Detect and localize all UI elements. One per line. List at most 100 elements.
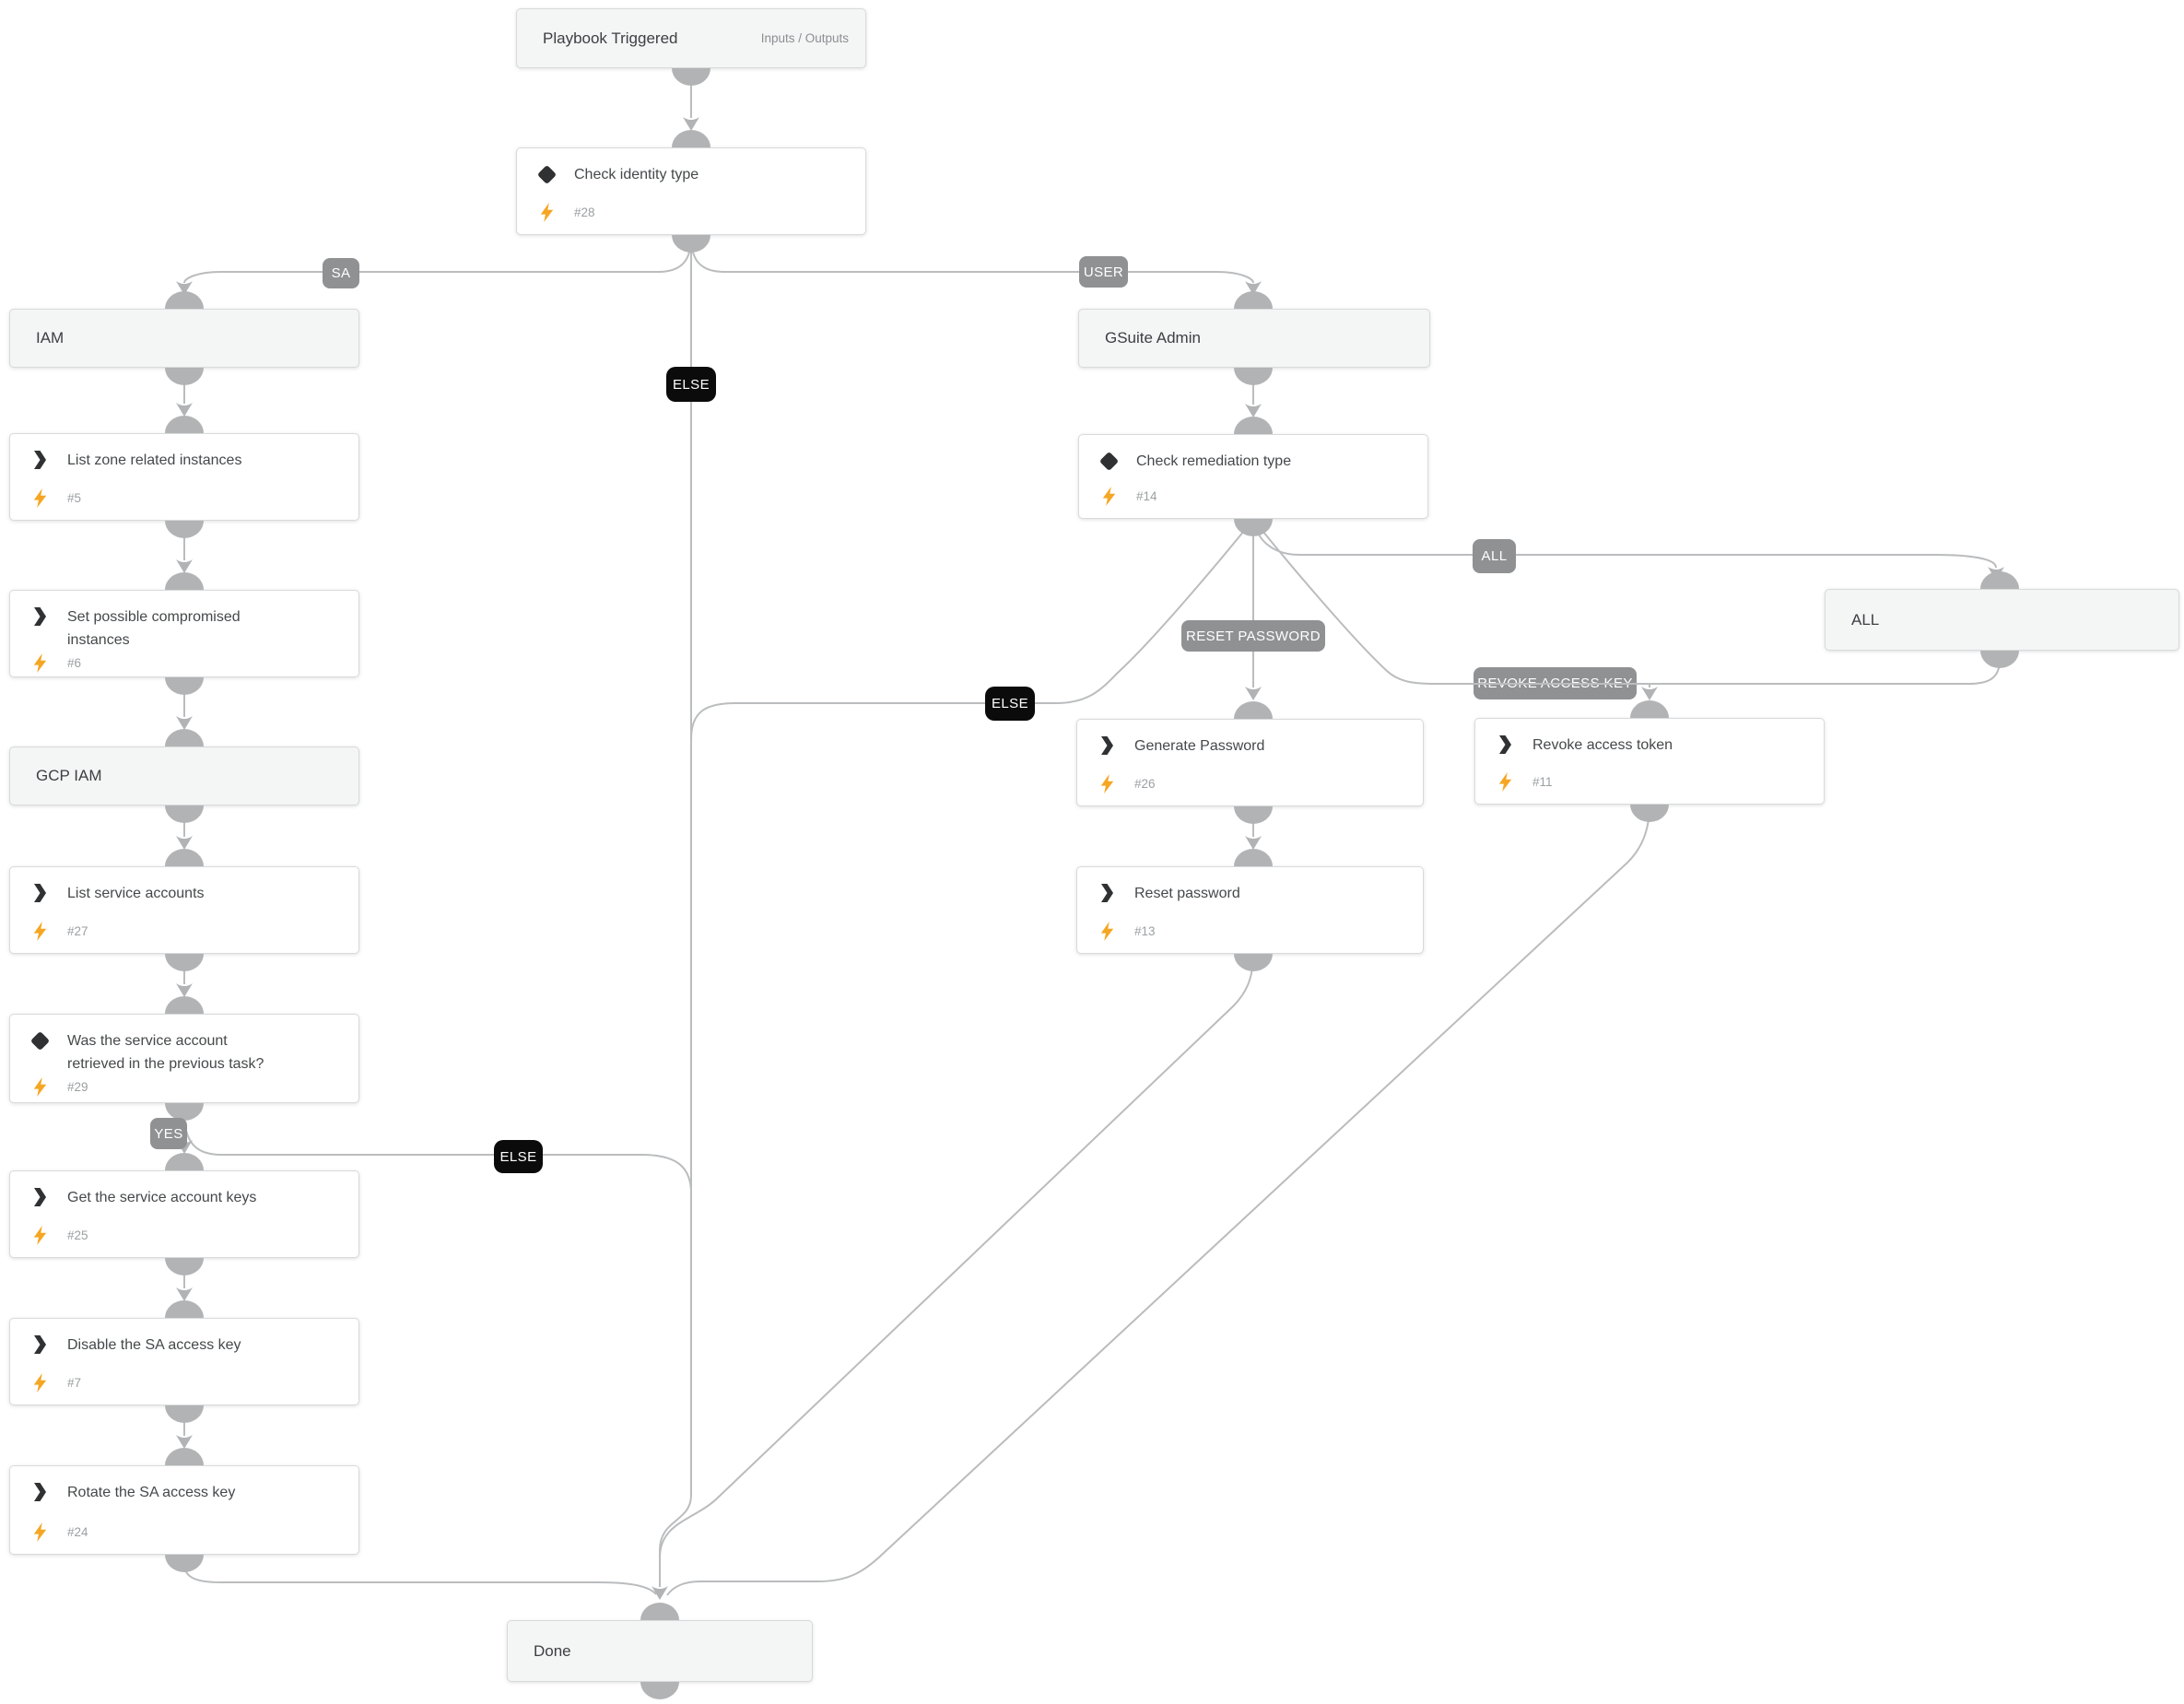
task-meta-row: #7	[29, 1371, 344, 1393]
task-check-identity-type[interactable]: Check identity type #28	[516, 147, 866, 235]
connector-dome	[165, 291, 204, 309]
task-title: Check remediation type	[1136, 453, 1292, 469]
task-meta-row: #5	[29, 487, 344, 509]
task-revoke-access-token[interactable]: Revoke access token #11	[1474, 718, 1825, 805]
task-title-row: Check identity type	[535, 163, 851, 187]
node-playbook-triggered[interactable]: Playbook Triggered Inputs / Outputs	[516, 8, 866, 68]
connector-dome	[672, 130, 710, 147]
task-meta-row: #29	[29, 1076, 344, 1099]
connector-dome	[1630, 700, 1669, 718]
task-title-row: Generate Password	[1096, 734, 1408, 758]
task-id: #14	[1136, 488, 1157, 503]
node-done[interactable]: Done	[507, 1620, 813, 1682]
arrowhead	[176, 983, 193, 997]
arrowhead	[683, 117, 699, 131]
task-title: List zone related instances	[67, 452, 242, 468]
section-header-gcp-iam[interactable]: GCP IAM	[9, 746, 359, 805]
inputs-outputs-link[interactable]: Inputs / Outputs	[760, 31, 849, 45]
task-id: #6	[67, 656, 82, 671]
task-id: #25	[67, 1228, 88, 1242]
arrowhead	[176, 1287, 193, 1301]
lightning-icon	[29, 920, 51, 942]
arrowhead	[1245, 281, 1262, 295]
connector-dome	[165, 1405, 204, 1423]
action-icon	[1494, 734, 1516, 756]
condition-icon	[29, 1030, 50, 1051]
connector-dome	[165, 1555, 204, 1572]
task-title-row: Was the service account retrieved in the…	[29, 1029, 344, 1076]
task-id: #24	[67, 1524, 88, 1539]
task-generate-password[interactable]: Generate Password #26	[1076, 719, 1424, 806]
task-title: Set possible compromised instances	[67, 609, 241, 648]
task-title-row: Revoke access token	[1494, 734, 1809, 758]
connector-dome	[1234, 849, 1273, 866]
task-title-row: List service accounts	[29, 882, 344, 906]
lightning-icon	[29, 1371, 51, 1393]
lightning-icon	[29, 1521, 51, 1543]
arrowhead	[1245, 836, 1262, 850]
arrowhead	[1245, 404, 1262, 417]
edge-label-else-identity: ELSE	[666, 367, 716, 402]
section-title: GSuite Admin	[1105, 329, 1201, 347]
action-icon	[29, 1334, 51, 1356]
section-header-all[interactable]: ALL	[1825, 589, 2179, 651]
edge-label-sa: SA	[323, 258, 359, 288]
task-title: Check identity type	[574, 167, 699, 182]
task-meta-row: #28	[535, 201, 851, 223]
task-id: #13	[1134, 923, 1156, 938]
task-title-row: Get the service account keys	[29, 1186, 344, 1210]
connector-dome	[165, 849, 204, 866]
task-title: Generate Password	[1134, 738, 1265, 754]
edge-check-rem-all	[1252, 519, 1997, 569]
action-icon	[29, 449, 51, 471]
edge-check-identity-sa	[183, 236, 692, 284]
task-meta-row: #26	[1096, 772, 1408, 794]
condition-icon	[536, 164, 557, 184]
task-id: #27	[67, 923, 88, 938]
task-reset-password[interactable]: Reset password #13	[1076, 866, 1424, 954]
connector-dome	[165, 416, 204, 433]
edge-label-else-remediation: ELSE	[985, 687, 1035, 721]
connector-dome	[672, 235, 710, 253]
connector-dome	[165, 805, 204, 823]
connector-dome	[165, 729, 204, 746]
task-get-service-account-keys[interactable]: Get the service account keys #25	[9, 1170, 359, 1258]
task-list-service-accounts[interactable]: List service accounts #27	[9, 866, 359, 954]
task-list-zone-related-instances[interactable]: List zone related instances #5	[9, 433, 359, 521]
arrowhead	[1988, 567, 2004, 581]
connector-dome	[1234, 417, 1273, 434]
task-was-service-account-retrieved[interactable]: Was the service account retrieved in the…	[9, 1014, 359, 1103]
arrowhead	[176, 836, 193, 850]
connector-dome	[1234, 954, 1273, 971]
arrowhead	[176, 1435, 193, 1449]
section-header-gsuite-admin[interactable]: GSuite Admin	[1078, 309, 1430, 368]
trigger-title: Playbook Triggered	[543, 29, 678, 47]
section-header-iam[interactable]: IAM	[9, 309, 359, 368]
connector-dome	[165, 1300, 204, 1318]
connector-dome	[1234, 291, 1273, 309]
arrowhead	[176, 716, 193, 730]
task-disable-sa-access-key[interactable]: Disable the SA access key #7	[9, 1318, 359, 1405]
task-id: #26	[1134, 776, 1156, 791]
task-set-possible-compromised-instances[interactable]: Set possible compromised instances #6	[9, 590, 359, 677]
lightning-icon	[535, 201, 558, 223]
connector-dome	[1980, 571, 2019, 589]
task-meta-row: #11	[1494, 770, 1809, 793]
task-title: Reset password	[1134, 886, 1240, 901]
lightning-icon	[29, 487, 51, 509]
task-rotate-sa-access-key[interactable]: Rotate the SA access key #24	[9, 1465, 359, 1555]
task-title-row: Check remediation type	[1098, 450, 1413, 474]
lightning-icon	[1096, 772, 1118, 794]
task-check-remediation-type[interactable]: Check remediation type #14	[1078, 434, 1428, 519]
connector-dome	[1234, 806, 1273, 824]
connector-dome	[672, 68, 710, 86]
connector-dome	[1234, 701, 1273, 719]
task-title-row: Disable the SA access key	[29, 1334, 344, 1357]
task-id: #11	[1532, 774, 1553, 789]
arrowhead	[652, 1586, 668, 1600]
action-icon	[1096, 734, 1118, 757]
connector-dome	[1980, 651, 2019, 668]
action-icon	[29, 882, 51, 904]
edge-check-rem-else	[690, 521, 1252, 740]
